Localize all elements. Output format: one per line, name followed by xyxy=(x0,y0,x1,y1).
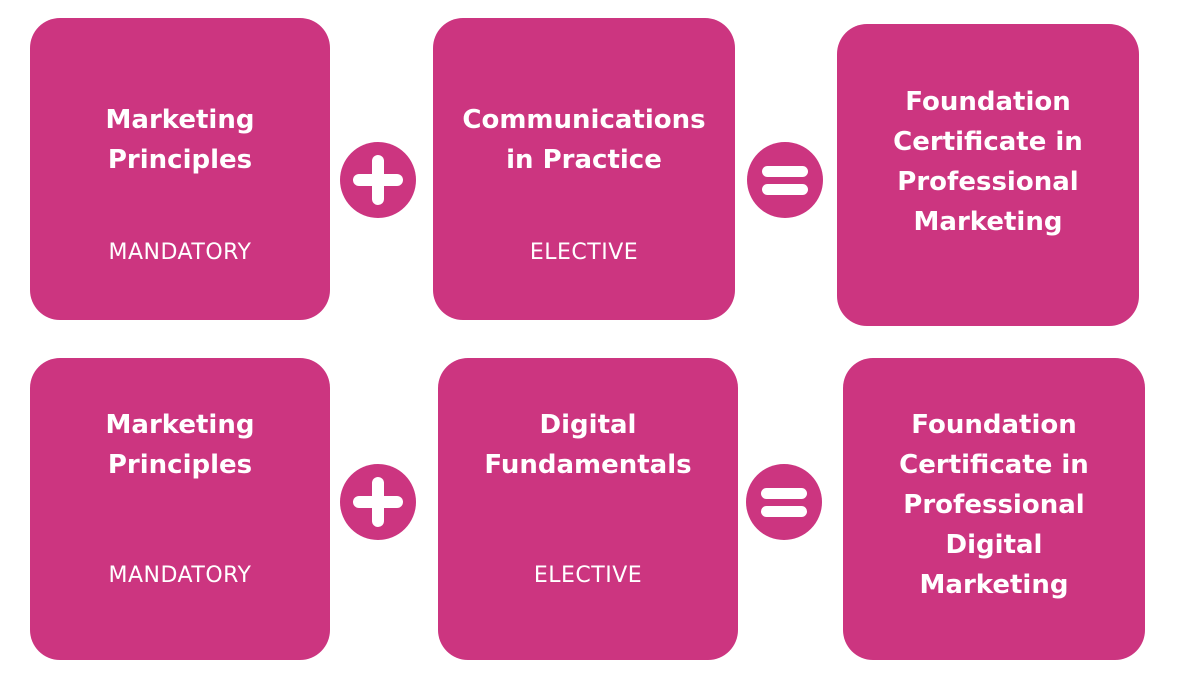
row1-module-marketing-principles: Marketing Principles MANDATORY xyxy=(30,18,330,320)
equals-icon xyxy=(747,142,823,218)
plus-icon xyxy=(340,142,416,218)
result-title: Foundation Certificate in Professional D… xyxy=(899,410,1089,600)
plus-icon xyxy=(340,464,416,540)
row1-module-communications-in-practice: Communications in Practice ELECTIVE xyxy=(433,18,735,320)
module-title: Digital Fundamentals xyxy=(484,410,692,480)
module-tag: ELECTIVE xyxy=(533,563,643,588)
module-tag: MANDATORY xyxy=(108,240,252,265)
result-title: Foundation Certificate in Professional M… xyxy=(893,87,1083,237)
module-title: Marketing Principles xyxy=(105,105,255,175)
row2-result-foundation-certificate-digital: Foundation Certificate in Professional D… xyxy=(843,358,1145,660)
equals-icon xyxy=(746,464,822,540)
module-title: Marketing Principles xyxy=(105,410,255,480)
module-title: Communications in Practice xyxy=(462,105,706,175)
row1-result-foundation-certificate: Foundation Certificate in Professional M… xyxy=(837,24,1139,326)
row2-module-marketing-principles: Marketing Principles MANDATORY xyxy=(30,358,330,660)
module-tag: ELECTIVE xyxy=(529,240,639,265)
row2-module-digital-fundamentals: Digital Fundamentals ELECTIVE xyxy=(438,358,738,660)
module-tag: MANDATORY xyxy=(108,563,252,588)
